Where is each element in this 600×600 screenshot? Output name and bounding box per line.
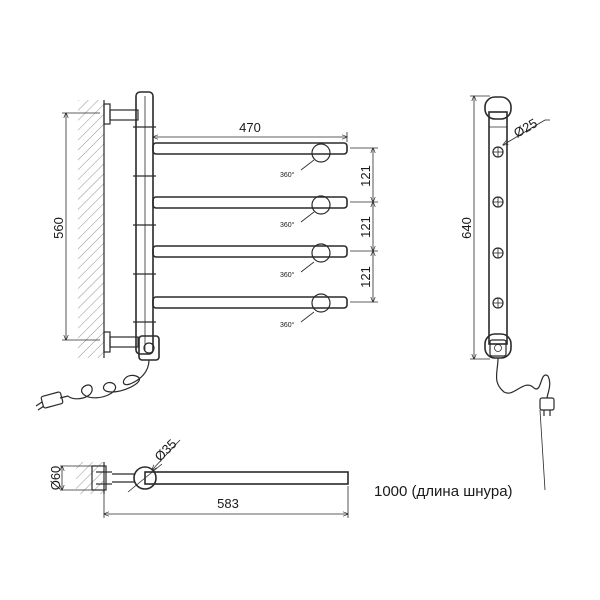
mount-depth-dimension: Ø60 [48,466,63,491]
side-height-dimension: 640 [459,217,474,239]
rail-end-4 [492,297,504,309]
rail-end-3 [492,247,504,259]
wall-hatch [78,100,104,358]
rail-spacing-dimension: 121 [358,216,373,238]
rotation-label: 360° [280,271,295,279]
rail-spacing-dimension: 121 [358,165,373,187]
top-view: Ø60 Ø35 583 [48,436,349,518]
rail-1: 360° [152,142,348,179]
top-diameter-dimension: Ø35 [152,436,180,464]
vertical-pipe [135,91,154,355]
rail-4: 360° [152,293,348,329]
top-wall-hatch [76,462,104,494]
top-rail [144,471,349,485]
cord-length-note: 1000 (длина шнура) [374,483,513,500]
rail-3: 360° [152,243,348,279]
rail-2: 360° [152,195,348,229]
side-diameter-dimension: Ø25 [511,115,540,140]
side-view: 640 [459,96,555,491]
rail-length-dimension: 470 [239,120,261,135]
rotation-joint [311,195,331,215]
rotation-label: 360° [280,321,295,329]
control-box [138,335,160,361]
rail-end-2 [492,196,504,208]
top-length-dimension: 583 [217,496,239,511]
plug-icon [40,391,64,409]
top-pipe [133,466,157,490]
rail-end-1 [492,146,504,158]
rotation-label: 360° [280,221,295,229]
rotation-joint [311,293,331,313]
rotation-joint [311,243,331,263]
rotation-joint [311,143,331,163]
height-dimension: 560 [51,217,66,239]
side-control-box [489,339,507,357]
rotation-label: 360° [280,171,295,179]
side-pipe [488,111,508,345]
front-view: 560 360° [35,91,378,411]
rail-spacing-dimension: 121 [358,266,373,288]
side-plug-icon [539,397,555,411]
